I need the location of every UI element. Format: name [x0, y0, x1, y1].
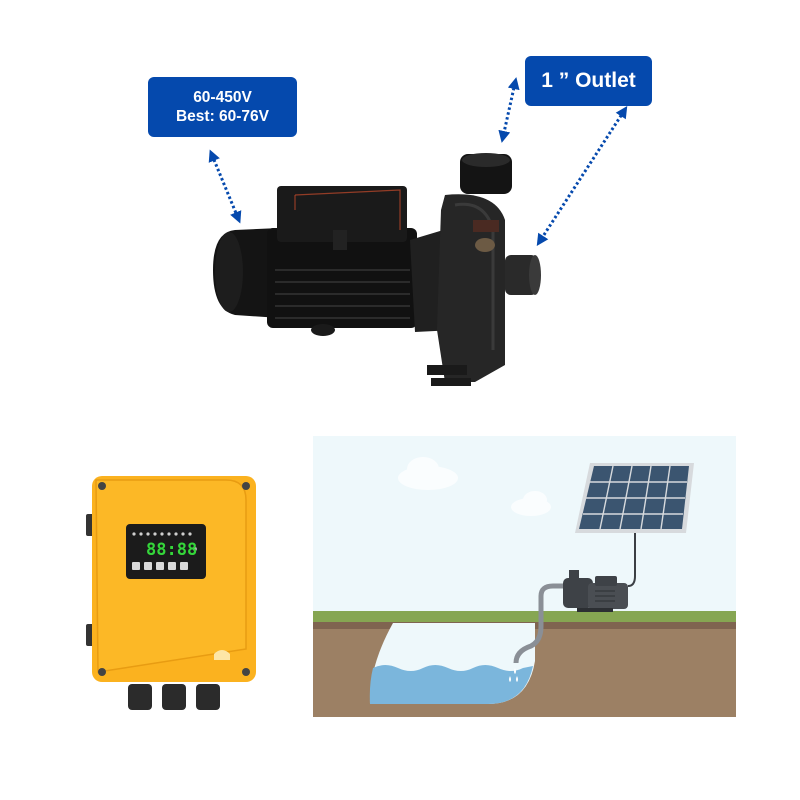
callout-arrows: [208, 77, 628, 247]
controller-graphic: [86, 476, 256, 710]
outlet-size-label: 1 ” Outlet: [541, 69, 636, 92]
scene-pump: [563, 570, 628, 612]
installation-scene: [313, 436, 736, 717]
hose: [513, 583, 565, 664]
clouds: [398, 457, 551, 516]
controller-display: 88:88: [146, 540, 198, 560]
voltage-arrow: [208, 149, 242, 224]
outlet-arrow-side: [536, 105, 628, 247]
outlet-arrow-top: [498, 77, 520, 143]
voltage-range-label: 60-450V: [193, 89, 252, 106]
solar-panel: [575, 463, 694, 533]
voltage-callout: 60-450V Best: 60-76V: [148, 77, 297, 137]
grass: [313, 611, 736, 622]
outlet-callout: 1 ” Outlet: [525, 56, 652, 106]
voltage-best-label: Best: 60-76V: [175, 108, 270, 125]
pump-image: [213, 153, 541, 386]
controller-image: 88:88: [86, 474, 258, 714]
water: [369, 665, 533, 704]
